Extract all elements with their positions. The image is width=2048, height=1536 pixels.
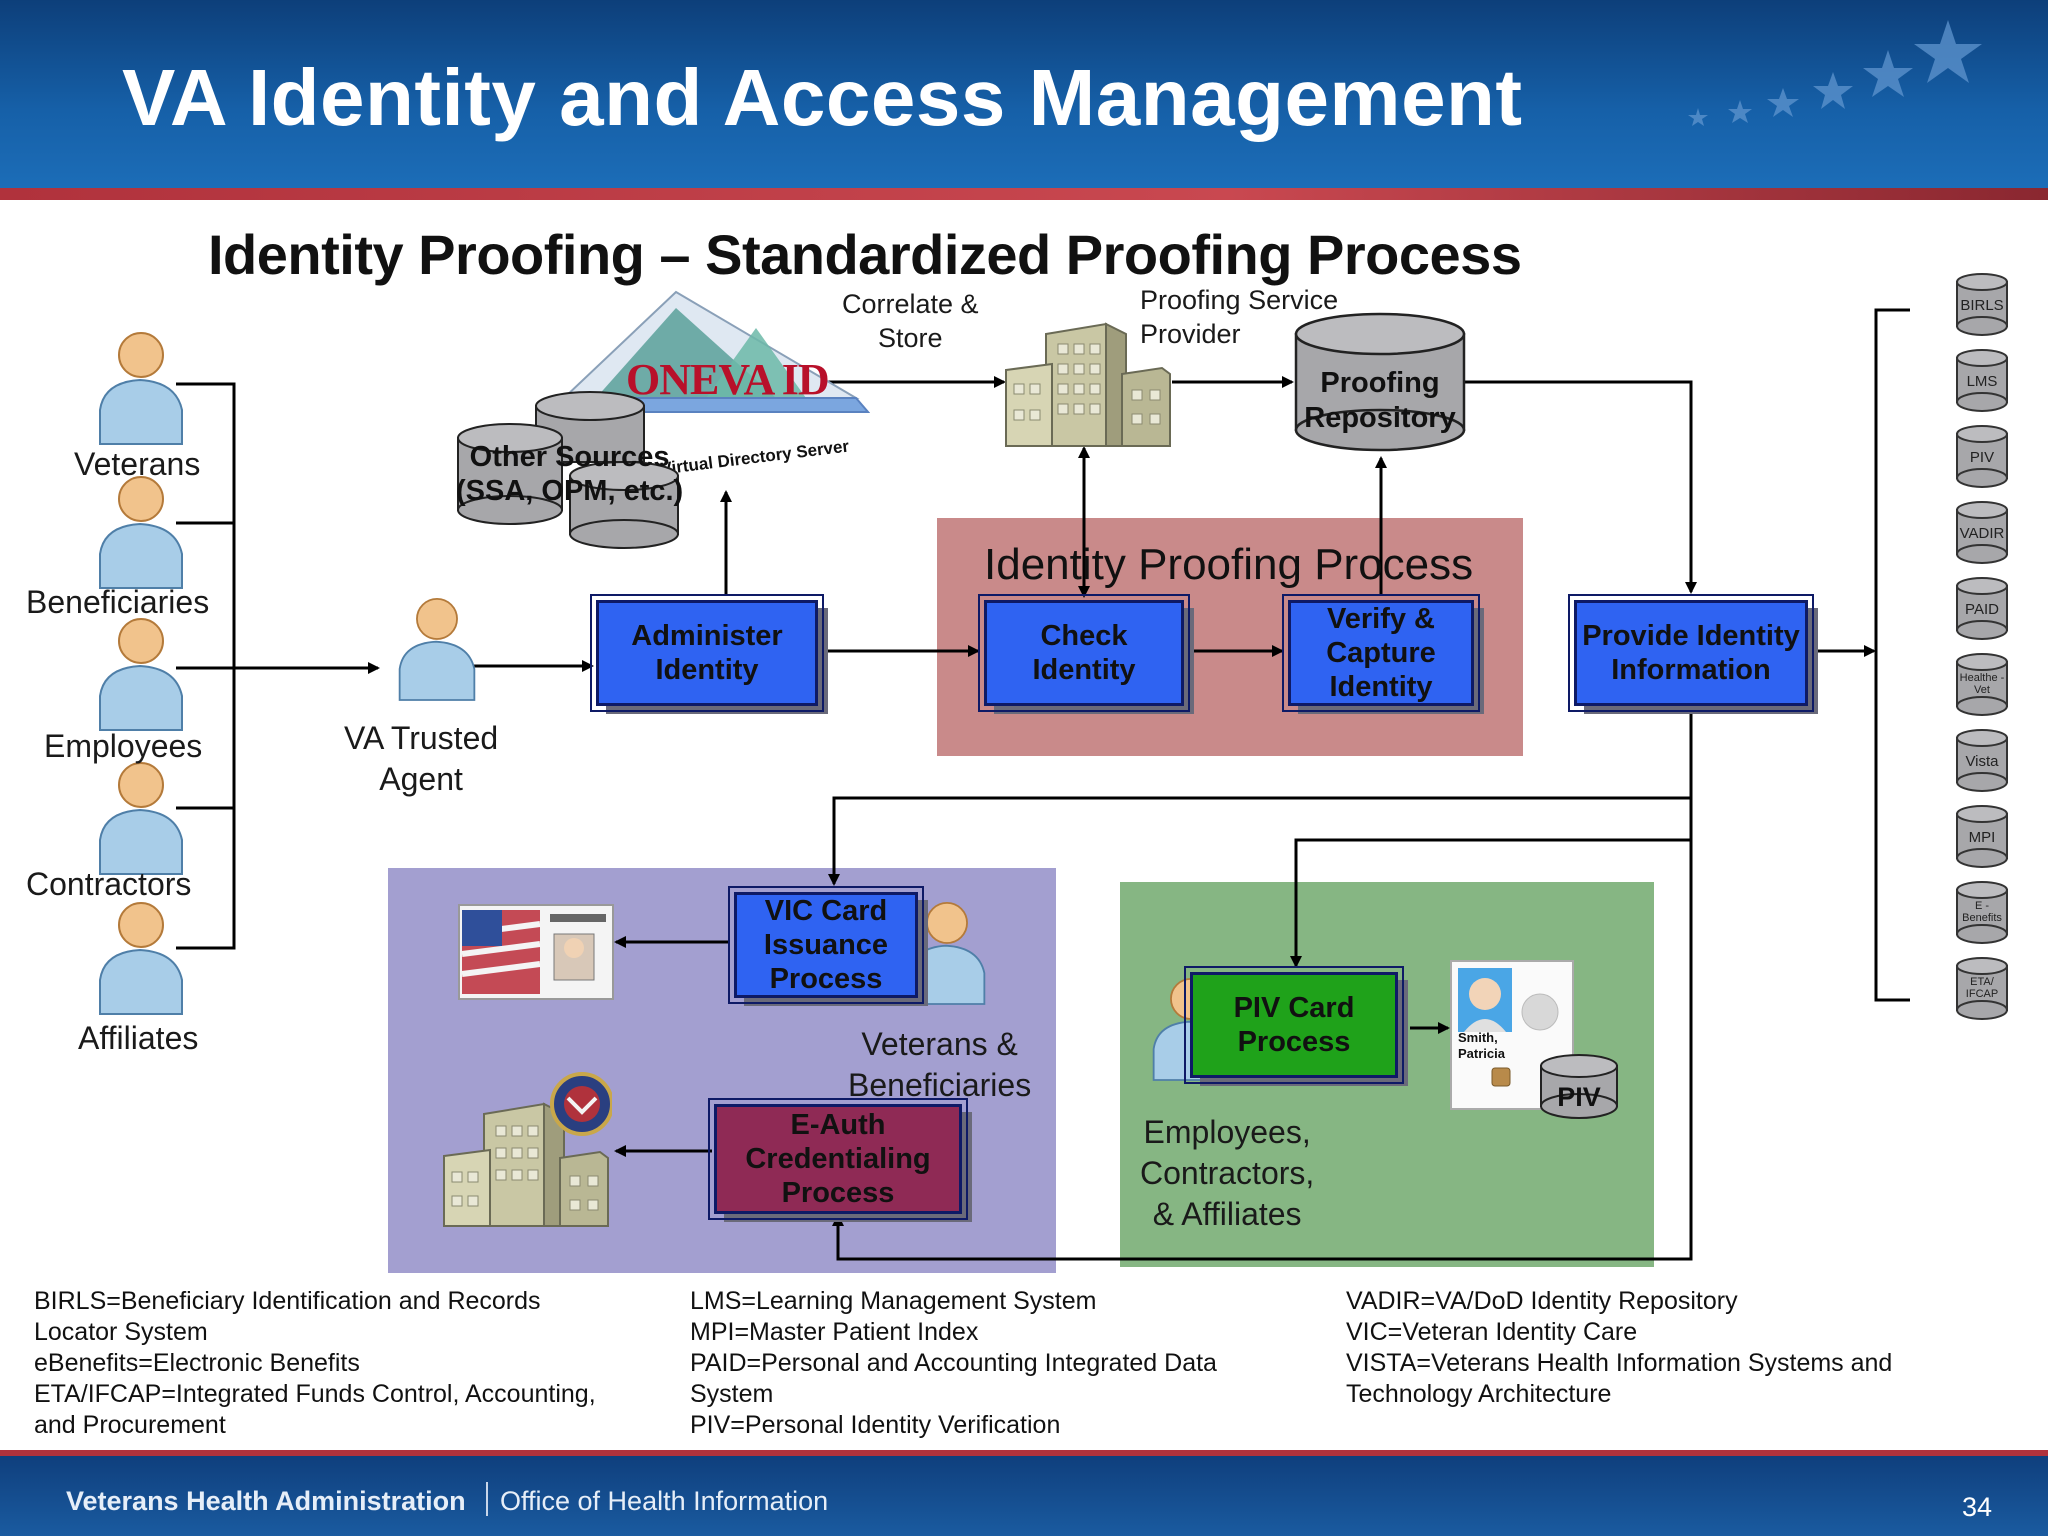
proofing-repository-label: Proofing Repository (1304, 367, 1456, 434)
page-title: VA Identity and Access Management (122, 53, 1523, 142)
actor-label-employees: Employees (44, 728, 203, 764)
system-database-label: LMS (1966, 373, 1998, 390)
system-database-8: MPI (1954, 804, 2010, 870)
proofing-repository-database-icon (1294, 312, 1466, 452)
system-database-label: PAID (1965, 601, 1999, 618)
provide-identity-information-box: Provide Identity Information (1568, 594, 1814, 712)
database-icon (1956, 729, 2008, 792)
piv-card-image-icon (1450, 960, 1574, 1110)
trusted-agent-label: VA Trusted Agent (344, 720, 499, 797)
system-database-label: Healthe -Vet (1959, 672, 2005, 697)
footer-separator (486, 1482, 488, 1516)
va-building-seal-icon (443, 1072, 612, 1227)
system-database-2: LMS (1954, 348, 2010, 414)
database-icon (1956, 881, 2008, 944)
footer-organization: Veterans Health Administration (66, 1486, 466, 1516)
piv-card-name: Smith, Patricia (1458, 1030, 1505, 1061)
system-database-label: PIV (1969, 449, 1995, 466)
system-database-10: ETA/ IFCAP (1954, 956, 2010, 1022)
diagram-subtitle: Identity Proofing – Standardized Proofin… (208, 223, 1522, 286)
database-icon (1956, 349, 2008, 412)
e-auth-credentialing-box: E-Auth Credentialing Process (708, 1098, 968, 1220)
piv-database-icon (1540, 1054, 1618, 1119)
system-database-9: E - Benefits (1954, 880, 2010, 946)
vic-group-label: Veterans & Beneficiaries (848, 1026, 1032, 1103)
legend-column-1: BIRLS=Beneficiary Identification and Rec… (34, 1287, 596, 1439)
system-database-label: VADIR (1959, 525, 2005, 542)
database-icon (1956, 653, 2008, 716)
database-icon (1956, 805, 2008, 868)
system-database-3: PIV (1954, 424, 2010, 490)
onevaid-logo: ONEVA ID (626, 355, 830, 404)
system-database-5: PAID (1954, 576, 2010, 642)
check-identity-box: Check Identity (978, 594, 1190, 712)
piv-group-label: Employees, Contractors, & Affiliates (1140, 1114, 1315, 1232)
system-database-6: Healthe -Vet (1954, 652, 2010, 718)
footer-office: Office of Health Information (500, 1486, 829, 1516)
actor-label-contractors: Contractors (26, 866, 192, 902)
system-database-4: VADIR (1954, 500, 2010, 566)
piv-card-process-box: PIV Card Process (1184, 966, 1404, 1084)
actor-label-affiliates: Affiliates (78, 1020, 199, 1056)
system-database-label: Vista (1965, 753, 1999, 770)
verify-capture-identity-box: Verify & Capture Identity (1282, 594, 1480, 712)
system-database-label: ETA/ IFCAP (1965, 976, 1999, 1001)
database-icon (1956, 501, 2008, 564)
header-banner (0, 0, 2048, 200)
stars-decoration-icon (1688, 20, 1982, 126)
person-icon-vic (908, 901, 986, 1005)
correlate-store-label: Correlate & Store (842, 289, 979, 353)
identity-proofing-process-title: Identity Proofing Process (984, 540, 1474, 589)
footer-bar (0, 1456, 2048, 1536)
database-icon (1956, 425, 2008, 488)
footer-stripe (0, 1450, 2048, 1460)
person-icon-veterans (99, 332, 183, 445)
legend-column-3: VADIR=VA/DoD Identity Repository VIC=Vet… (1346, 1287, 1893, 1408)
system-database-label: MPI (1968, 829, 1996, 846)
vic-card-issuance-box: VIC Card Issuance Process (728, 886, 924, 1004)
other-sources-label: Other Sources (SSA, OPM, etc.) (456, 441, 684, 508)
person-icon-trusted-agent (398, 597, 476, 701)
person-icon-employees (99, 618, 183, 731)
legend-column-2: LMS=Learning Management System MPI=Maste… (690, 1287, 1217, 1439)
person-icon-contractors (99, 762, 183, 875)
actor-label-veterans: Veterans (74, 446, 201, 482)
actor-label-beneficiaries: Beneficiaries (26, 584, 210, 620)
person-icon-beneficiaries (99, 476, 183, 589)
database-icon (1956, 273, 2008, 336)
header-stripe (0, 188, 2048, 200)
system-database-7: Vista (1954, 728, 2010, 794)
system-database-label: BIRLS (1960, 297, 2004, 314)
proofing-service-provider-label: Proofing Service Provider (1140, 285, 1339, 349)
page-number: 34 (1962, 1492, 1993, 1522)
database-icon (1956, 957, 2008, 1020)
proofing-service-provider-building-icon (1005, 322, 1171, 447)
other-sources-database-icon (457, 391, 679, 549)
piv-database-label: PIV (1557, 1082, 1601, 1112)
administer-identity-box: Administer Identity (590, 594, 824, 712)
system-database-1: BIRLS (1954, 272, 2010, 338)
system-database-label: E - Benefits (1962, 900, 2002, 925)
vic-card-image-icon (458, 904, 614, 1000)
person-icon-affiliates (99, 902, 183, 1015)
database-icon (1956, 577, 2008, 640)
